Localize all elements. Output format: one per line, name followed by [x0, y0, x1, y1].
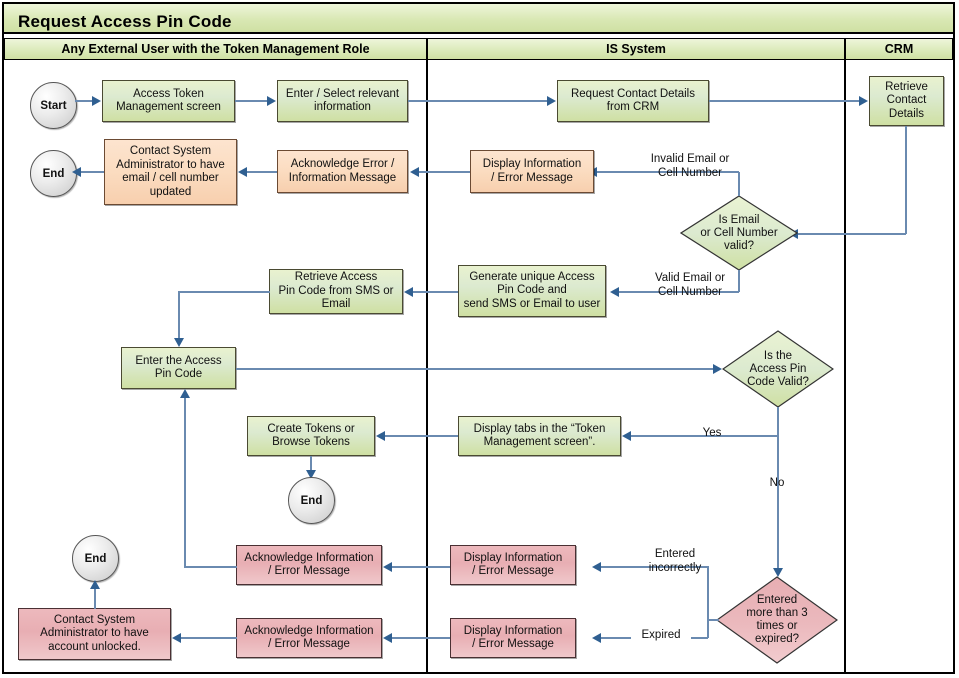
node-enter-access-pin[interactable]: Enter the Access Pin Code [121, 347, 236, 389]
node-contact-admin-unlock[interactable]: Contact System Administrator to have acc… [18, 608, 171, 660]
node-acknowledge-error-info[interactable]: Acknowledge Error / Information Message [277, 150, 408, 193]
decision-entered-3-times-shape [715, 576, 839, 664]
edge-contactadmin-to-end [80, 171, 104, 173]
edge-invalid-left [596, 171, 739, 173]
edge-generate-to-retrieve [412, 291, 458, 293]
edge-invalid-up [738, 172, 740, 196]
edge-yes-left [630, 435, 778, 437]
node-acknowledge-info-error-2[interactable]: Acknowledge Information / Error Message [236, 618, 382, 658]
decision-pin-valid[interactable]: Is the Access Pin Code Valid? [721, 330, 835, 408]
edge-ack1-up [184, 398, 186, 567]
arrow-displaytabs-to-tokens [376, 431, 385, 441]
edge-entered-incorrectly-left [600, 566, 708, 568]
edge-access-to-enter [235, 100, 268, 102]
lane-header-is: IS System [427, 38, 845, 60]
edge-ack1-left [184, 566, 237, 568]
diagram-title-band: Request Access Pin Code [4, 4, 953, 34]
node-generate-access-pin[interactable]: Generate unique Access Pin Code and send… [458, 265, 606, 317]
edge-valid-left [618, 291, 739, 293]
arrow-retrieve-to-enterpin [174, 338, 184, 347]
terminator-start: Start [30, 82, 77, 129]
edge-display3-to-ack2 [391, 637, 450, 639]
arrow-unlock-to-end [90, 580, 100, 589]
edge-unlock-to-end [94, 589, 96, 609]
decision-email-valid[interactable]: Is Email or Cell Number valid? [679, 195, 799, 271]
arrow-no-to-entered3 [773, 568, 783, 577]
edge-retrieve-down [178, 291, 180, 340]
node-display-info-error-2[interactable]: Display Information / Error Message [450, 545, 576, 585]
node-create-browse-tokens[interactable]: Create Tokens or Browse Tokens [247, 416, 375, 456]
edge-label-yes: Yes [702, 427, 722, 439]
edge-label-no: No [769, 477, 785, 489]
edge-label-expired: Expired [631, 629, 691, 643]
terminator-end-email: End [30, 150, 77, 197]
arrow-contactadmin-to-end [72, 167, 81, 177]
arrow-access-to-enter [267, 96, 276, 106]
edge-entered3-up [707, 566, 709, 620]
terminator-end-tokens: End [288, 477, 335, 524]
lane-divider-user-is [426, 38, 428, 674]
arrow-valid-to-generate [610, 287, 619, 297]
edge-start-to-access [75, 100, 93, 102]
edge-retrieve-left [178, 291, 270, 293]
edge-enterpin-to-decision [236, 368, 715, 370]
node-enter-select-info[interactable]: Enter / Select relevant information [277, 80, 408, 122]
decision-email-valid-shape [679, 195, 799, 271]
edge-label-entered-incorrectly: Entered incorrectly [648, 548, 702, 574]
arrow-tokens-to-end [306, 470, 316, 479]
lane-divider-is-crm [844, 38, 846, 674]
arrow-display3-to-ack2 [383, 633, 392, 643]
edge-ack-to-contactadmin [246, 171, 277, 173]
decision-entered-3-times[interactable]: Entered more than 3 times or expired? [715, 576, 839, 664]
edge-display1-to-ack [418, 171, 470, 173]
edge-crm-down [905, 126, 907, 234]
arrow-display1-to-ack [410, 167, 419, 177]
edge-pin-valid-down [777, 407, 779, 436]
arrow-start-to-access [92, 96, 101, 106]
edge-display2-to-ack1 [391, 566, 450, 568]
terminator-end-locked: End [72, 535, 119, 582]
arrow-ack2-to-unlock [172, 633, 181, 643]
edge-tokens-to-end [310, 456, 312, 473]
node-acknowledge-info-error-1[interactable]: Acknowledge Information / Error Message [236, 545, 382, 585]
decision-pin-valid-shape [721, 330, 835, 408]
node-display-info-error-1[interactable]: Display Information / Error Message [470, 150, 594, 193]
arrow-ack-to-contactadmin [238, 167, 247, 177]
arrow-ack1-to-enterpin [180, 389, 190, 398]
node-request-contact-details[interactable]: Request Contact Details from CRM [557, 80, 709, 122]
edge-crm-to-decision [797, 233, 906, 235]
edge-no-down [777, 435, 779, 571]
edge-enter-to-request [408, 100, 548, 102]
node-display-info-error-3[interactable]: Display Information / Error Message [450, 618, 576, 658]
edge-valid-down [738, 270, 740, 292]
node-display-tabs[interactable]: Display tabs in the “Token Management sc… [458, 416, 621, 456]
lane-header-user: Any External User with the Token Managem… [4, 38, 427, 60]
arrow-display2-to-ack1 [383, 562, 392, 572]
arrow-enter-to-request [547, 96, 556, 106]
edge-ack2-to-unlock [180, 637, 237, 639]
node-retrieve-contact-details[interactable]: Retrieve Contact Details [869, 76, 944, 126]
page-title: Request Access Pin Code [18, 12, 232, 31]
arrow-expired-to-display3 [592, 633, 601, 643]
arrow-yes-to-displaytabs [622, 431, 631, 441]
lane-header-crm: CRM [845, 38, 953, 60]
node-retrieve-access-pin[interactable]: Retrieve Access Pin Code from SMS or Ema… [269, 269, 403, 314]
arrow-request-to-retrieve [859, 96, 868, 106]
edge-request-to-retrieve [709, 100, 860, 102]
edge-label-invalid-email: Invalid Email or Cell Number [650, 153, 730, 179]
edge-displaytabs-to-tokens [384, 435, 458, 437]
edge-label-valid-email: Valid Email or Cell Number [654, 272, 726, 298]
arrow-entered-incorrectly-to-display2 [592, 562, 601, 572]
arrow-generate-to-retrieve [404, 287, 413, 297]
node-contact-admin-email[interactable]: Contact System Administrator to have ema… [104, 139, 237, 205]
edge-entered3-down-stub [707, 619, 709, 638]
arrow-enterpin-to-decision [713, 364, 722, 374]
node-access-token-mgmt[interactable]: Access Token Management screen [102, 80, 235, 122]
edge-entered3-left-stub [707, 619, 719, 621]
